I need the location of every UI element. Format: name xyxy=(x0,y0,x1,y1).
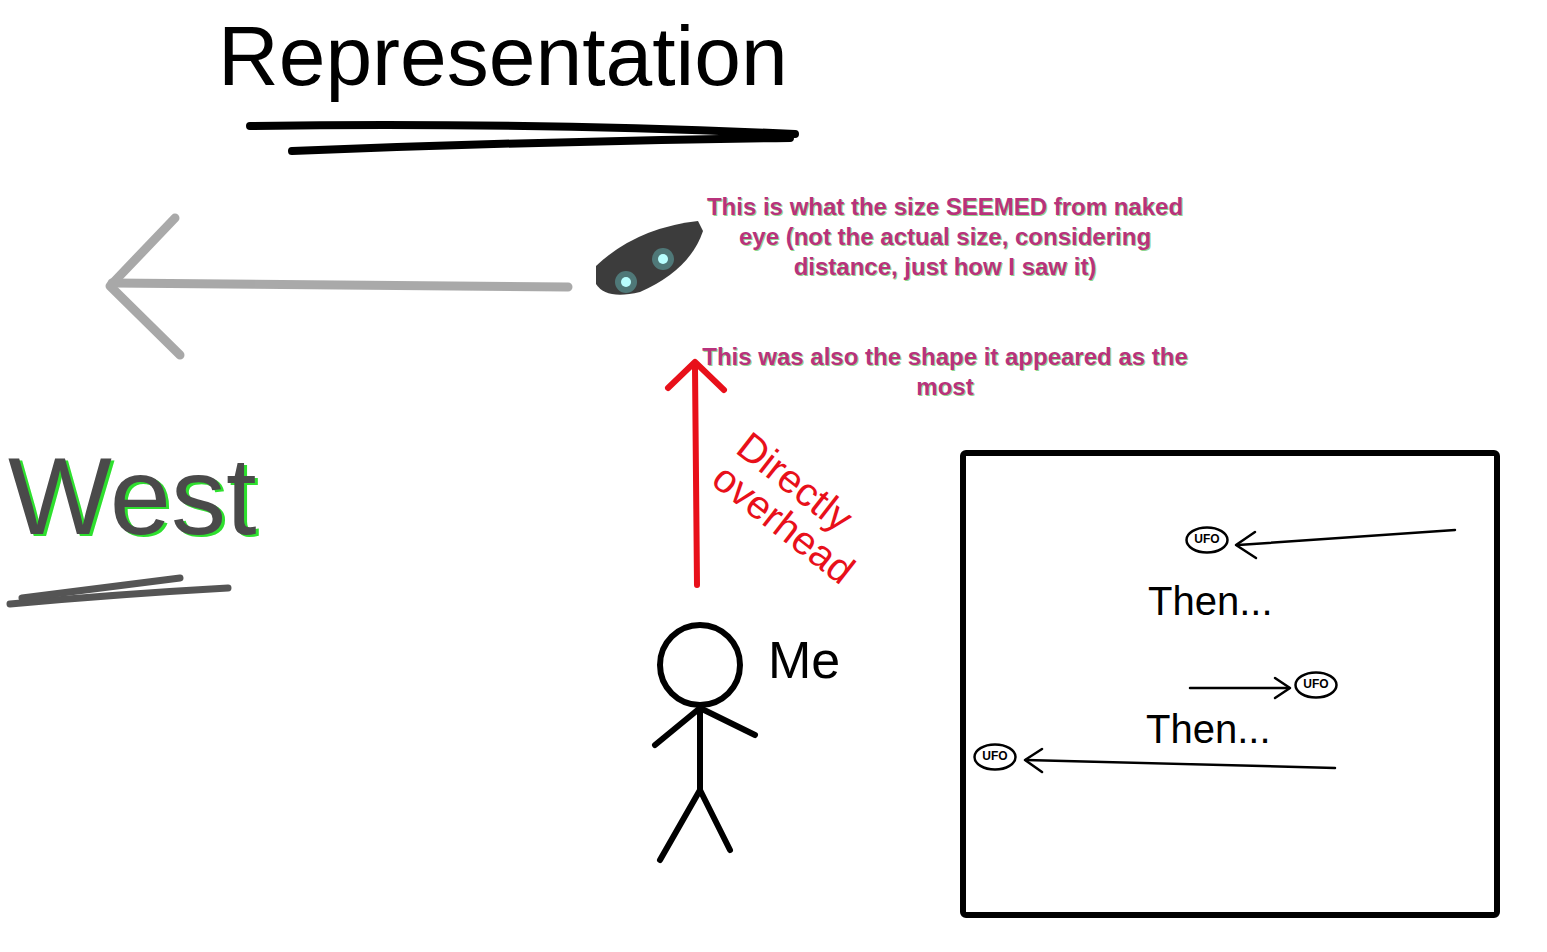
overhead-label: Directly overhead xyxy=(706,425,913,611)
me-label: Me xyxy=(768,630,888,690)
title-underline xyxy=(250,125,795,134)
ufo-ellipse: UFO xyxy=(1185,526,1229,554)
note-text: This is what the size SEEMED from naked … xyxy=(700,192,1190,282)
ufo-label: UFO xyxy=(1194,533,1219,546)
note-text: This was also the shape it appeared as t… xyxy=(700,342,1190,402)
ufo-label: UFO xyxy=(1303,678,1328,691)
direction-arrow xyxy=(110,218,568,355)
ufo-ellipse: UFO xyxy=(1294,671,1338,699)
ufo-ellipse: UFO xyxy=(973,743,1017,771)
ufo-label: UFO xyxy=(982,750,1007,763)
stick-figure xyxy=(655,625,755,860)
ufo-shape xyxy=(596,221,703,295)
ufo-ellipse-line xyxy=(1187,528,1228,553)
sequence-step: Then... xyxy=(1148,578,1273,624)
ufo-ellipse-line xyxy=(1296,673,1337,698)
title: Representation xyxy=(218,8,788,105)
west-underline xyxy=(10,578,228,604)
direction-label: West xyxy=(8,430,278,562)
ufo-ellipse-line xyxy=(975,745,1016,770)
sequence-step: Then... xyxy=(1146,706,1271,752)
title-underline xyxy=(292,138,790,151)
sequence-box: Then... Then... UFO UFO UFO xyxy=(960,450,1500,918)
motion-arrow xyxy=(1025,530,1455,772)
